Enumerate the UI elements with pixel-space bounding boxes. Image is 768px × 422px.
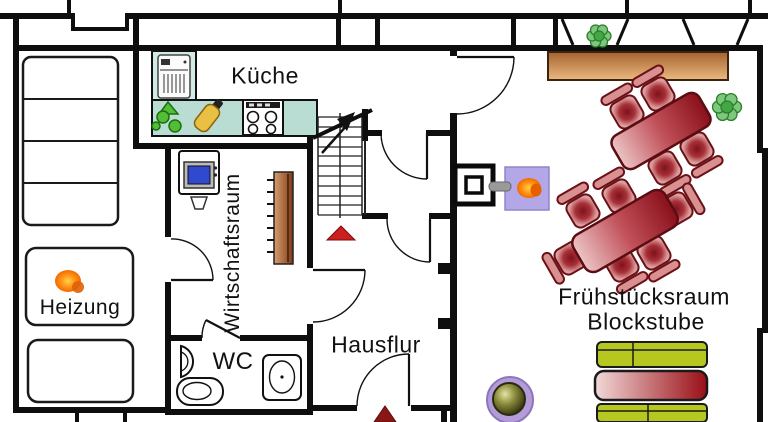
bench	[596, 403, 708, 422]
shelf-unit	[21, 55, 120, 227]
boiler	[24, 246, 135, 327]
dining-set-2	[539, 164, 708, 297]
doors	[170, 55, 515, 407]
door-landing-bottom	[386, 218, 432, 263]
sideboard	[547, 51, 729, 81]
kitchen-furniture	[151, 50, 318, 137]
bench	[596, 341, 708, 368]
bench-row	[593, 341, 709, 422]
dining-table	[571, 188, 679, 274]
utility-furniture	[178, 150, 294, 265]
tiled-stove-icon	[488, 166, 550, 211]
flame-icon	[55, 270, 84, 293]
door-heating-utility	[170, 238, 214, 282]
door-entrance	[356, 353, 411, 407]
round-table-icon	[486, 376, 534, 422]
toilet-icon	[262, 354, 302, 401]
brush-icon	[193, 99, 223, 133]
dining-set-1	[598, 62, 726, 200]
plant-icon	[586, 24, 612, 48]
room-label-breakfast-line1: Frühstücksraum	[558, 283, 730, 310]
heating-tank	[26, 338, 135, 404]
plant-icon	[711, 92, 743, 122]
heating-furniture	[21, 55, 135, 404]
workbench-icon	[267, 171, 294, 265]
stairs-up-arrow-icon	[321, 112, 355, 154]
room-label-heating: Heizung	[39, 296, 121, 319]
washbasin-icon	[176, 377, 224, 406]
staircase	[312, 108, 373, 241]
breakfast-furniture	[452, 24, 743, 422]
room-label-breakfast-line2: Blockstube	[587, 308, 705, 335]
chimney-icon	[452, 163, 496, 207]
door-hall-utility	[312, 268, 366, 323]
wc-fixtures	[176, 344, 302, 406]
urinal-icon	[180, 344, 194, 379]
door-wc	[201, 319, 241, 339]
vegetables-icon	[151, 100, 182, 133]
stove-icon	[242, 99, 284, 136]
direction-marker-icon	[325, 225, 357, 241]
door-breakfast	[456, 55, 515, 115]
window-bay-legs	[560, 18, 750, 46]
long-table	[593, 369, 709, 402]
door-landing-top	[380, 132, 429, 180]
room-label-wc: WC	[212, 348, 254, 375]
dining-table	[610, 91, 712, 171]
room-label-kitchen: Küche	[231, 62, 299, 89]
entrance-arrow-icon	[373, 405, 397, 422]
fridge-icon	[157, 54, 191, 99]
room-label-hallway: Hausflur	[331, 331, 421, 358]
room-label-utility: Wirtschaftsraum	[221, 173, 244, 333]
washing-machine-icon	[178, 150, 220, 210]
